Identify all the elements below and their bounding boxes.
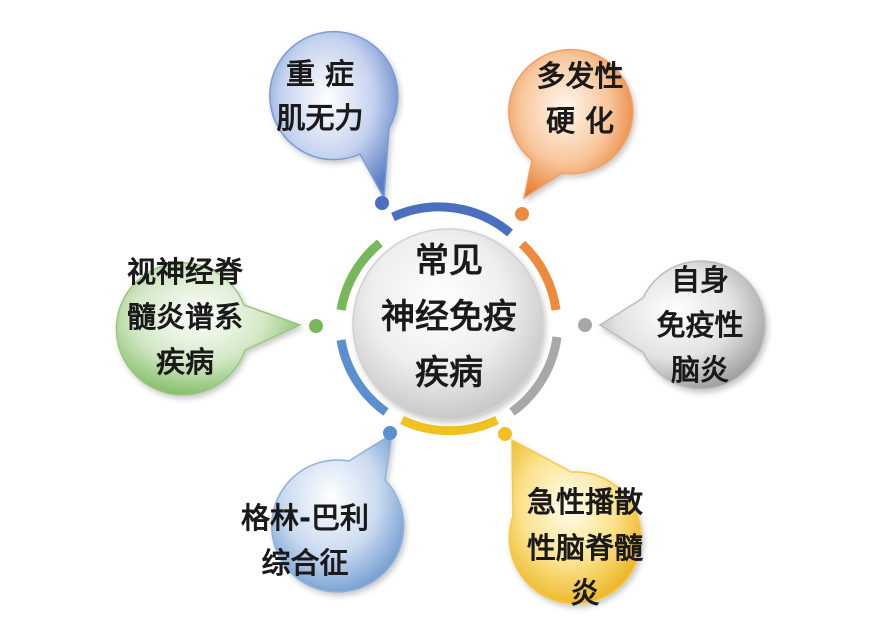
ring-segment-lightblue <box>336 339 389 416</box>
bubble-top-left <box>269 30 399 201</box>
ring-segment-gray <box>509 336 562 416</box>
bubble-top-left-line-1: 重 症 <box>286 57 354 91</box>
bubble-bottom-left <box>270 432 405 593</box>
center-line-2: 神经免疫 <box>381 297 517 337</box>
bubble-top-left-line-2: 肌无力 <box>276 101 363 135</box>
ring-segment-blue <box>391 202 513 237</box>
center-line-1: 常见 <box>415 241 483 281</box>
center-line-3: 疾病 <box>415 353 483 393</box>
ring-segment-green <box>336 239 383 311</box>
connector-dot-top-right <box>515 207 529 221</box>
bubble-right <box>598 260 766 390</box>
bubble-right-line-2: 免疫性 <box>656 308 743 342</box>
bubble-left-line-2: 髓炎谱系 <box>127 300 243 334</box>
center-circle <box>352 228 544 420</box>
bubble-top-right <box>508 48 634 200</box>
bubble-bottom-right <box>508 438 643 605</box>
bubble-bottom-right-line-3: 炎 <box>570 576 599 610</box>
ring-segment-orange <box>518 240 561 311</box>
bubble-bottom-left-line-2: 综合征 <box>261 546 348 580</box>
center-ring <box>336 202 562 436</box>
bubble-left-line-1: 视神经脊 <box>127 255 244 289</box>
connector-dot-left <box>309 319 323 333</box>
ring-segment-yellow <box>400 415 499 436</box>
bubble-right-line-3: 脑炎 <box>671 353 729 387</box>
bubble-top-right-line-2: 硬 化 <box>546 104 614 138</box>
bubble-left-line-3: 疾病 <box>156 345 214 379</box>
connector-dot-right <box>578 318 592 332</box>
connector-dot-bottom-left <box>383 426 397 440</box>
bubble-right-line-1: 自身 <box>671 263 729 297</box>
bubble-left <box>115 262 302 396</box>
connector-dot-bottom-right <box>498 427 512 441</box>
bubble-bottom-left-line-1: 格林-巴利 <box>241 501 369 535</box>
bubble-top-right-line-1: 多发性 <box>536 59 623 93</box>
bubble-bottom-right-line-1: 急性播散 <box>527 485 643 519</box>
bubble-bottom-right-line-2: 性脑脊髓 <box>527 531 644 565</box>
connector-dot-top-left <box>375 196 389 210</box>
